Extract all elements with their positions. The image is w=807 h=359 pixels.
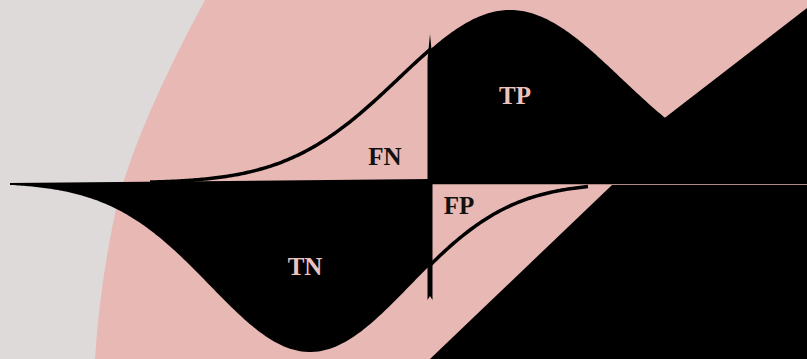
tn-area [10,183,430,352]
threshold-line [428,34,433,300]
axis-wedge [10,179,430,187]
lower-right-wedge [430,185,807,359]
region-label: TN [288,254,323,279]
fn-outline [150,50,430,183]
pink-ground [95,0,807,359]
region-label: FN [368,144,401,169]
tp-area [430,10,806,183]
fp-outline [430,187,588,266]
region-label: FP [444,193,475,218]
axis-line [430,182,807,185]
region-label: TP [499,83,531,108]
